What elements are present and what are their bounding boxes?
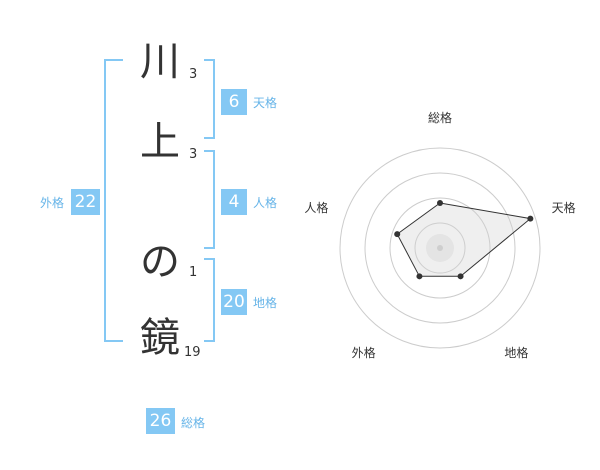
stroke-count-3: 1 [189,265,198,280]
radar-ring-3 [364,172,516,324]
radar-point-2 [527,215,534,222]
soukaku-value: 26 [146,408,175,434]
name-char-3: の [140,239,180,285]
tenkaku-value: 6 [221,89,247,115]
radar-point-5 [394,231,401,238]
gaikaku-value: 22 [71,189,100,215]
radar-ring-2 [389,197,491,299]
tenkaku-label: 天格 [253,96,278,110]
soukaku-label: 総格 [181,416,206,430]
radar-axis-label-3: 地格 [504,345,528,360]
radar-ring-4 [339,147,541,349]
radar-center-dot [437,245,443,251]
name-char-2: 上 [140,119,180,165]
radar-ring-1 [414,222,466,274]
name-char-1: 川 [140,39,180,85]
gaikaku-label: 外格 [40,196,65,210]
jinkaku-value: 4 [221,189,247,215]
stroke-count-2: 3 [189,147,198,162]
radar-axis-label-1: 総格 [428,110,452,125]
chikaku-value: 20 [221,289,247,315]
radar-axis-label-4: 外格 [352,345,376,360]
stroke-count-1: 3 [189,67,198,82]
radar-point-1 [437,200,443,206]
radar-axis-label-2: 天格 [552,200,576,215]
radar-point-3 [457,273,464,280]
radar-point-4 [416,273,423,280]
name-char-4: 鏡 [140,315,180,361]
radar-axis-label-5: 人格 [304,200,328,215]
radar-polygon [396,202,532,277]
chikaku-label: 地格 [253,296,278,310]
stroke-count-4: 19 [184,345,201,360]
jinkaku-label: 人格 [253,196,278,210]
